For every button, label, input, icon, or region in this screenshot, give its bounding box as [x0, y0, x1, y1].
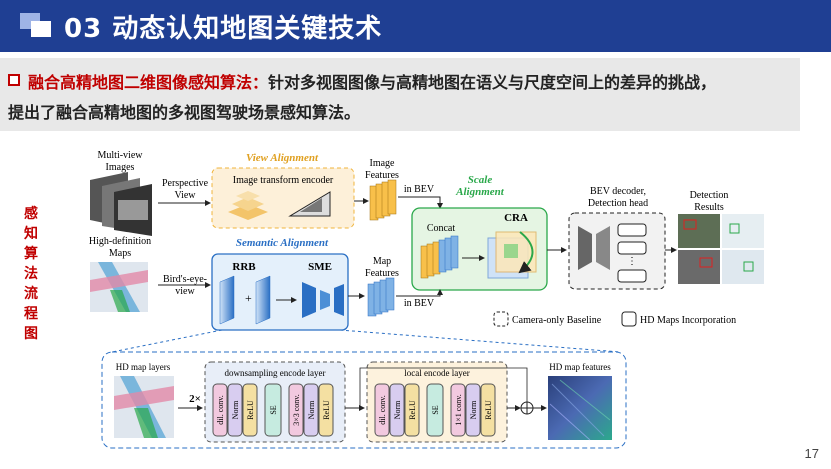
bev-decoder-graphic: ⋮	[578, 223, 647, 283]
ds-se: SE	[269, 405, 278, 414]
legend-camera: Camera-only Baseline	[512, 315, 602, 326]
perspective-label-2: View	[174, 190, 196, 201]
ds-norm-1: Norm	[231, 400, 240, 419]
intro-line-1: 融合高精地图二维图像感知算法：针对多视图图像与高精地图在语义与尺度空间上的差异的…	[28, 69, 716, 93]
local-encode-label: local encode layer	[404, 368, 469, 378]
multiview-label-2: Images	[106, 162, 135, 173]
svg-text:⋮: ⋮	[627, 256, 637, 267]
legend-dashed-swatch	[493, 311, 509, 327]
hd-label-2: Maps	[109, 248, 131, 259]
multiview-label-1: Multi-view	[98, 150, 144, 161]
svg-text:+: +	[245, 291, 252, 305]
legend-hd: HD Maps Incorporation	[640, 315, 736, 326]
times2-label: 2×	[189, 393, 201, 405]
rrb-graphic: +	[219, 275, 297, 325]
le-relu-1: ReLU	[408, 400, 417, 420]
semantic-alignment-title: Semantic Alignment	[236, 237, 329, 249]
intro-label: 融合高精地图二维图像感知算法：	[28, 73, 269, 92]
hd-map-features-graphic	[548, 376, 612, 440]
map-features-label-1: Map	[373, 256, 391, 267]
birds-eye-label-2: view	[175, 286, 195, 297]
le-norm-1: Norm	[393, 400, 402, 419]
bev-decoder-label-2: Detection head	[588, 198, 648, 209]
map-features-label-2: Features	[365, 268, 399, 279]
cra-label: CRA	[504, 212, 528, 224]
intro-line-2: 提出了融合高精地图的多视图驾驶场景感知算法。	[8, 103, 361, 122]
hd-map-layers-label: HD map layers	[116, 362, 171, 372]
in-bev-2: in BEV	[404, 298, 435, 309]
hd-map-graphic	[90, 262, 148, 312]
le-se: SE	[431, 405, 440, 414]
sme-label: SME	[308, 261, 332, 273]
perspective-label-1: Perspective	[162, 178, 209, 189]
hd-map-features-label: HD map features	[549, 362, 611, 372]
page-title: 03 动态认知地图关键技术	[64, 14, 383, 44]
legend-solid-swatch	[621, 311, 637, 327]
image-features-label-2: Features	[365, 170, 399, 181]
local-encode-blocks	[374, 383, 496, 437]
downsampling-blocks	[212, 383, 334, 437]
cra-cube-graphic	[487, 231, 537, 279]
side-label: 感知算法流程图	[24, 206, 38, 342]
sme-graphic	[302, 282, 344, 318]
page-number: 17	[804, 446, 819, 461]
ds-relu-2: ReLU	[322, 400, 331, 420]
ds-relu-1: ReLU	[246, 400, 255, 420]
intro-line-1-rest: 针对多视图图像与高精地图在语义与尺度空间上的差异的挑战，	[268, 73, 717, 92]
le-dil-conv: dil. conv.	[378, 395, 387, 424]
multiview-images	[90, 172, 152, 236]
ds-norm-2: Norm	[307, 400, 316, 419]
concat-label: Concat	[427, 223, 456, 234]
detection-results-images	[678, 214, 764, 284]
concat-stack	[420, 235, 459, 279]
in-bev-1: in BEV	[404, 184, 435, 195]
image-encoder-label: Image transform encoder	[233, 175, 334, 186]
downsampling-label: downsampling encode layer	[225, 368, 326, 378]
rrb-label: RRB	[232, 261, 256, 273]
view-alignment-title: View Alignment	[246, 152, 319, 164]
image-features-stack	[369, 179, 397, 221]
map-features-stack	[367, 277, 395, 317]
scale-alignment-1: Scale	[468, 174, 493, 186]
title-bar: 03 动态认知地图关键技术	[0, 0, 831, 52]
intro-band	[0, 58, 800, 131]
le-conv11: 1×1 conv.	[454, 394, 463, 426]
ds-conv33: 3×3 conv.	[292, 394, 301, 426]
image-features-label-1: Image	[370, 158, 396, 169]
detection-label-2: Results	[694, 202, 724, 213]
detection-label-1: Detection	[690, 190, 729, 201]
title-square-icon-front	[31, 21, 51, 37]
le-norm-2: Norm	[469, 400, 478, 419]
birds-eye-label-1: Bird's-eye-	[163, 274, 207, 285]
le-relu-2: ReLU	[484, 400, 493, 420]
detail-panel	[101, 351, 627, 449]
bev-decoder-label-1: BEV decoder,	[590, 186, 646, 197]
ds-dil-conv: dil. conv.	[216, 395, 225, 424]
image-encoder-graphic	[228, 191, 331, 220]
hd-map-layers-graphic	[114, 376, 174, 438]
checkbox-icon	[8, 74, 20, 86]
scale-alignment-2: Alignment	[455, 186, 505, 198]
hd-label-1: High-definition	[89, 236, 151, 247]
hd-map-features-texture	[549, 379, 611, 441]
